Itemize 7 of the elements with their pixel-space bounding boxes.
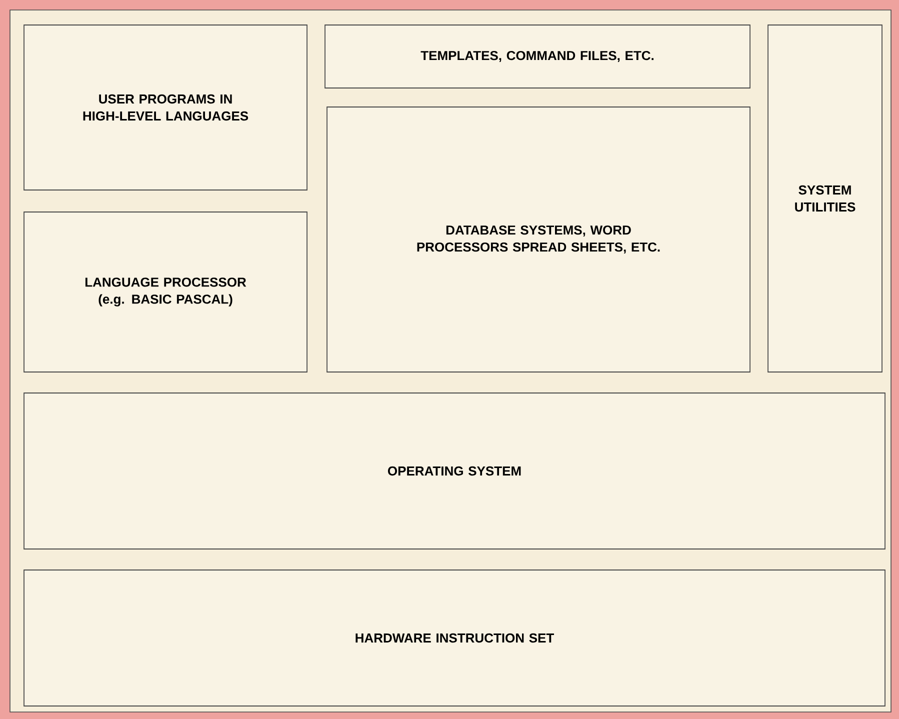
layer-box: USER PROGRAMS IN HIGH-LEVEL LANGUAGES	[24, 24, 308, 190]
layer-box: HARDWARE INSTRUCTION SET	[24, 570, 886, 706]
layer-box: SYSTEM UTILITIES	[768, 24, 882, 372]
layer-box: OPERATING SYSTEM	[24, 392, 886, 550]
layer-box: DATABASE SYSTEMS, WORD PROCESSORS SPREAD SHEETS, ETC.	[326, 106, 750, 372]
layer-box: TEMPLATES, COMMAND FILES, ETC.	[324, 24, 750, 88]
layer-box: LANGUAGE PROCESSOR (e.g. BASIC PASCAL)	[24, 212, 308, 372]
